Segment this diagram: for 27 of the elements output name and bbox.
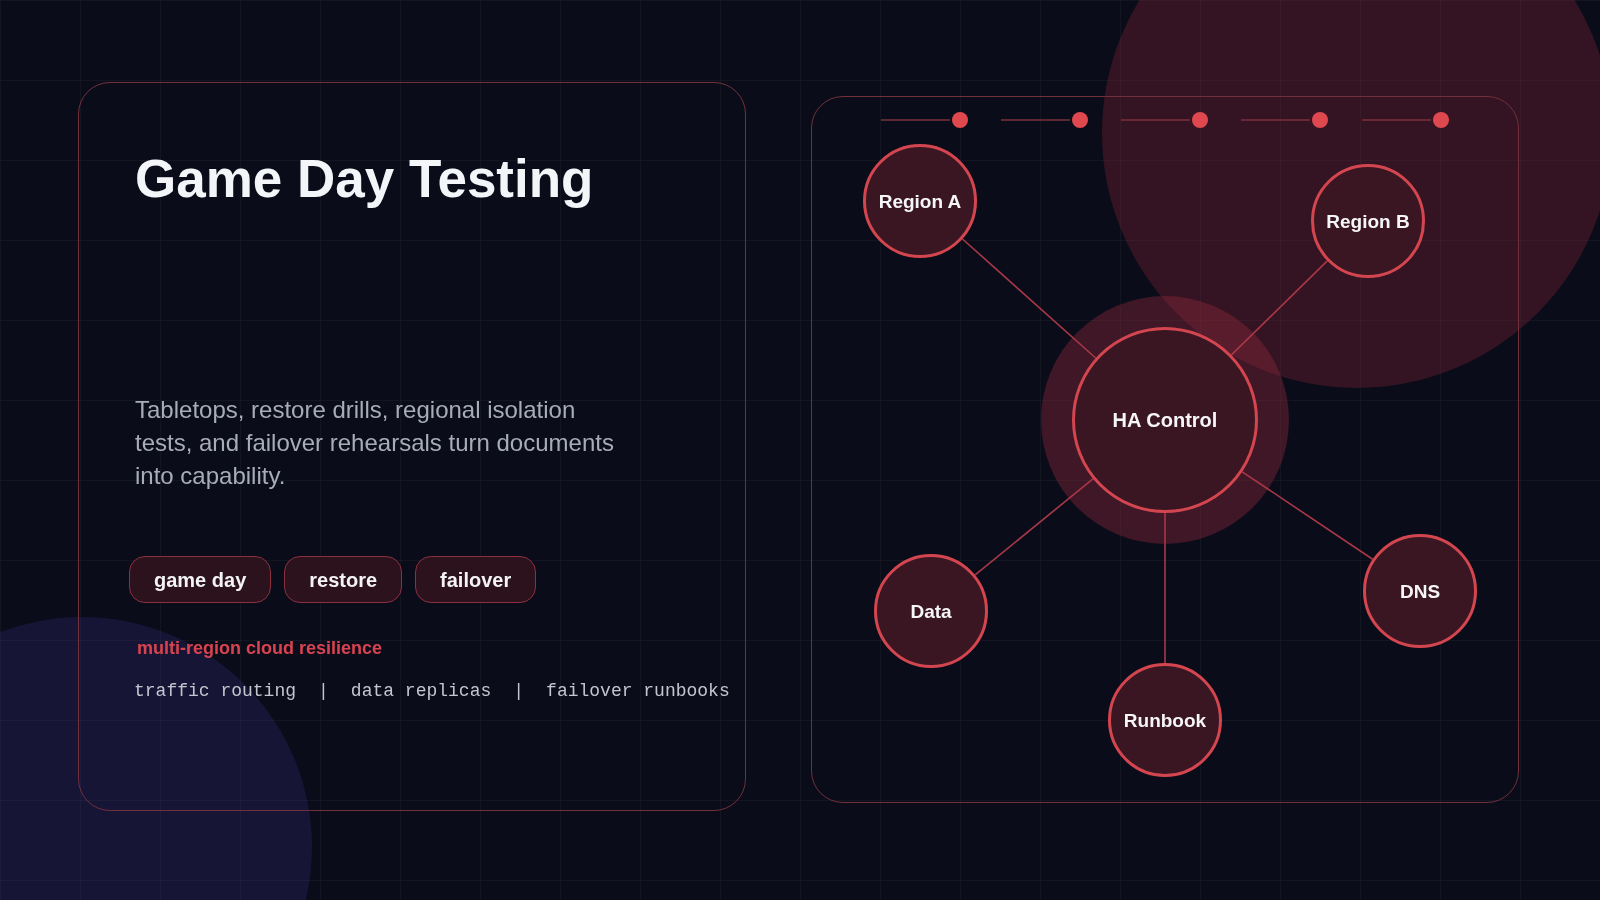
keyword-text: failover runbooks <box>546 680 730 702</box>
description-text: Tabletops, restore drills, regional isolation tests, and failover rehearsals turn documents into capability. <box>135 395 615 491</box>
subtitle-text: multi-region cloud resilience <box>137 637 383 660</box>
node-label: DNS <box>1399 579 1441 603</box>
connector-line <box>1241 471 1374 561</box>
node-label: Region A <box>878 189 962 213</box>
connector-line <box>1230 260 1329 356</box>
tag-label: game day <box>154 567 247 592</box>
tag-label: restore <box>309 567 378 592</box>
keyword-text: data replicas <box>350 680 492 702</box>
card-panel <box>78 82 746 811</box>
connector-line <box>974 478 1094 576</box>
tag-pill <box>129 556 272 603</box>
keyword-text: traffic routing <box>134 680 297 702</box>
node-label: Runbook <box>1123 708 1207 732</box>
tag-label: failover <box>440 567 512 592</box>
node-label: Data <box>910 599 952 623</box>
heading: Game Day Testing <box>135 148 594 210</box>
tag-pill <box>415 556 537 603</box>
card-panel <box>811 96 1519 803</box>
connector-line <box>961 238 1097 359</box>
node-label: HA Control <box>1112 408 1218 432</box>
separator-text: | <box>318 680 329 702</box>
tag-pill <box>284 556 403 603</box>
connector-line <box>1164 512 1166 664</box>
node-label: Region B <box>1326 209 1410 233</box>
separator-text: | <box>513 680 525 702</box>
